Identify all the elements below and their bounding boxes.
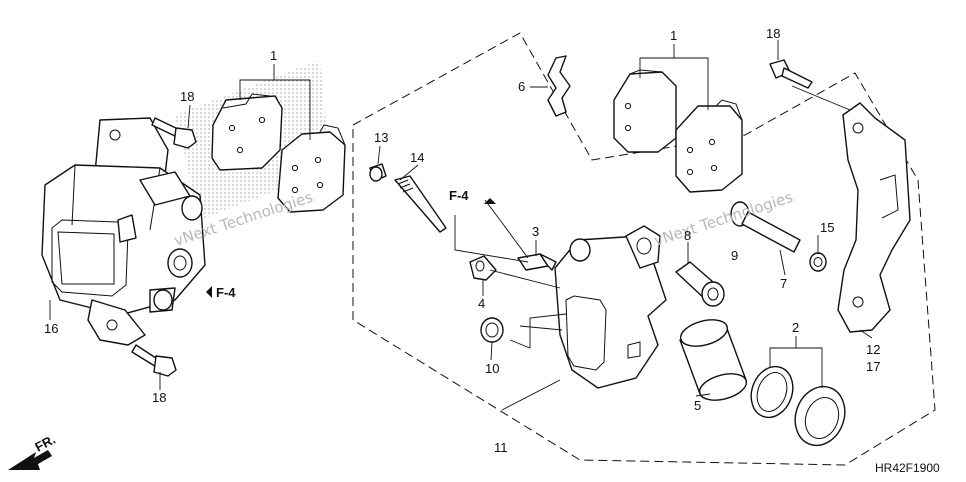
callout-bolt-7: 7 bbox=[780, 276, 787, 291]
bolt-top-left bbox=[151, 117, 197, 149]
reference-arrow-left bbox=[206, 286, 212, 298]
brake-pad-right-front bbox=[613, 69, 677, 153]
callout-boot: 10 bbox=[485, 361, 499, 376]
callout-bolt-bottom-left: 18 bbox=[152, 390, 166, 405]
callout-pin: 14 bbox=[410, 150, 424, 165]
callout-bushing: 8 bbox=[684, 228, 691, 243]
callout-seal-set: 2 bbox=[792, 320, 799, 335]
bolt-top-right bbox=[769, 59, 813, 89]
pad-spring bbox=[547, 55, 571, 117]
front-direction-label: FR. bbox=[32, 432, 58, 455]
callout-bracket-pin: 9 bbox=[731, 248, 738, 263]
brake-pad-left-front bbox=[211, 93, 283, 171]
brake-pad-right-rear bbox=[675, 99, 743, 193]
reference-mark-inner: F-4 bbox=[449, 188, 469, 203]
callout-bleeder: 3 bbox=[532, 224, 539, 239]
bracket-pin bbox=[730, 201, 827, 272]
brake-pad-left-rear bbox=[277, 124, 346, 213]
pin-cap bbox=[369, 163, 387, 182]
callout-piston: 5 bbox=[694, 398, 701, 413]
leader-lines bbox=[49, 40, 873, 411]
callout-bracket-b: 17 bbox=[866, 359, 880, 374]
exploded-boundary bbox=[352, 32, 936, 466]
reference-mark-left: F-4 bbox=[216, 285, 236, 300]
piston-seal-set bbox=[750, 365, 846, 447]
bleeder-cap bbox=[469, 255, 497, 281]
caliper-assembly bbox=[41, 117, 206, 346]
caliper-piston bbox=[679, 319, 748, 401]
reference-arrow-inner bbox=[484, 198, 496, 204]
callout-bolt-top-right: 18 bbox=[766, 26, 780, 41]
callout-pads-right: 1 bbox=[670, 28, 677, 43]
pin-boot bbox=[480, 317, 504, 343]
callout-seal-boot: 15 bbox=[820, 220, 834, 235]
drawing-code: HR42F1900 bbox=[875, 461, 940, 475]
bracket-bushing bbox=[675, 261, 725, 307]
caliper-body bbox=[554, 225, 667, 389]
callout-caliper-assembly: 16 bbox=[44, 321, 58, 336]
bolt-bottom-left bbox=[131, 344, 177, 377]
callout-spring: 6 bbox=[518, 79, 525, 94]
callout-bolt-top-left: 18 bbox=[180, 89, 194, 104]
front-direction-arrow bbox=[8, 450, 52, 470]
callout-bracket-a: 12 bbox=[866, 342, 880, 357]
caliper-bracket bbox=[837, 102, 911, 333]
caliper-pin bbox=[394, 175, 447, 233]
callout-caliper-body: 11 bbox=[494, 440, 508, 455]
callout-pads-left: 1 bbox=[270, 48, 277, 63]
bleeder-screw bbox=[517, 253, 557, 271]
callout-bleeder-cap: 4 bbox=[478, 296, 485, 311]
callout-cap: 13 bbox=[374, 130, 388, 145]
